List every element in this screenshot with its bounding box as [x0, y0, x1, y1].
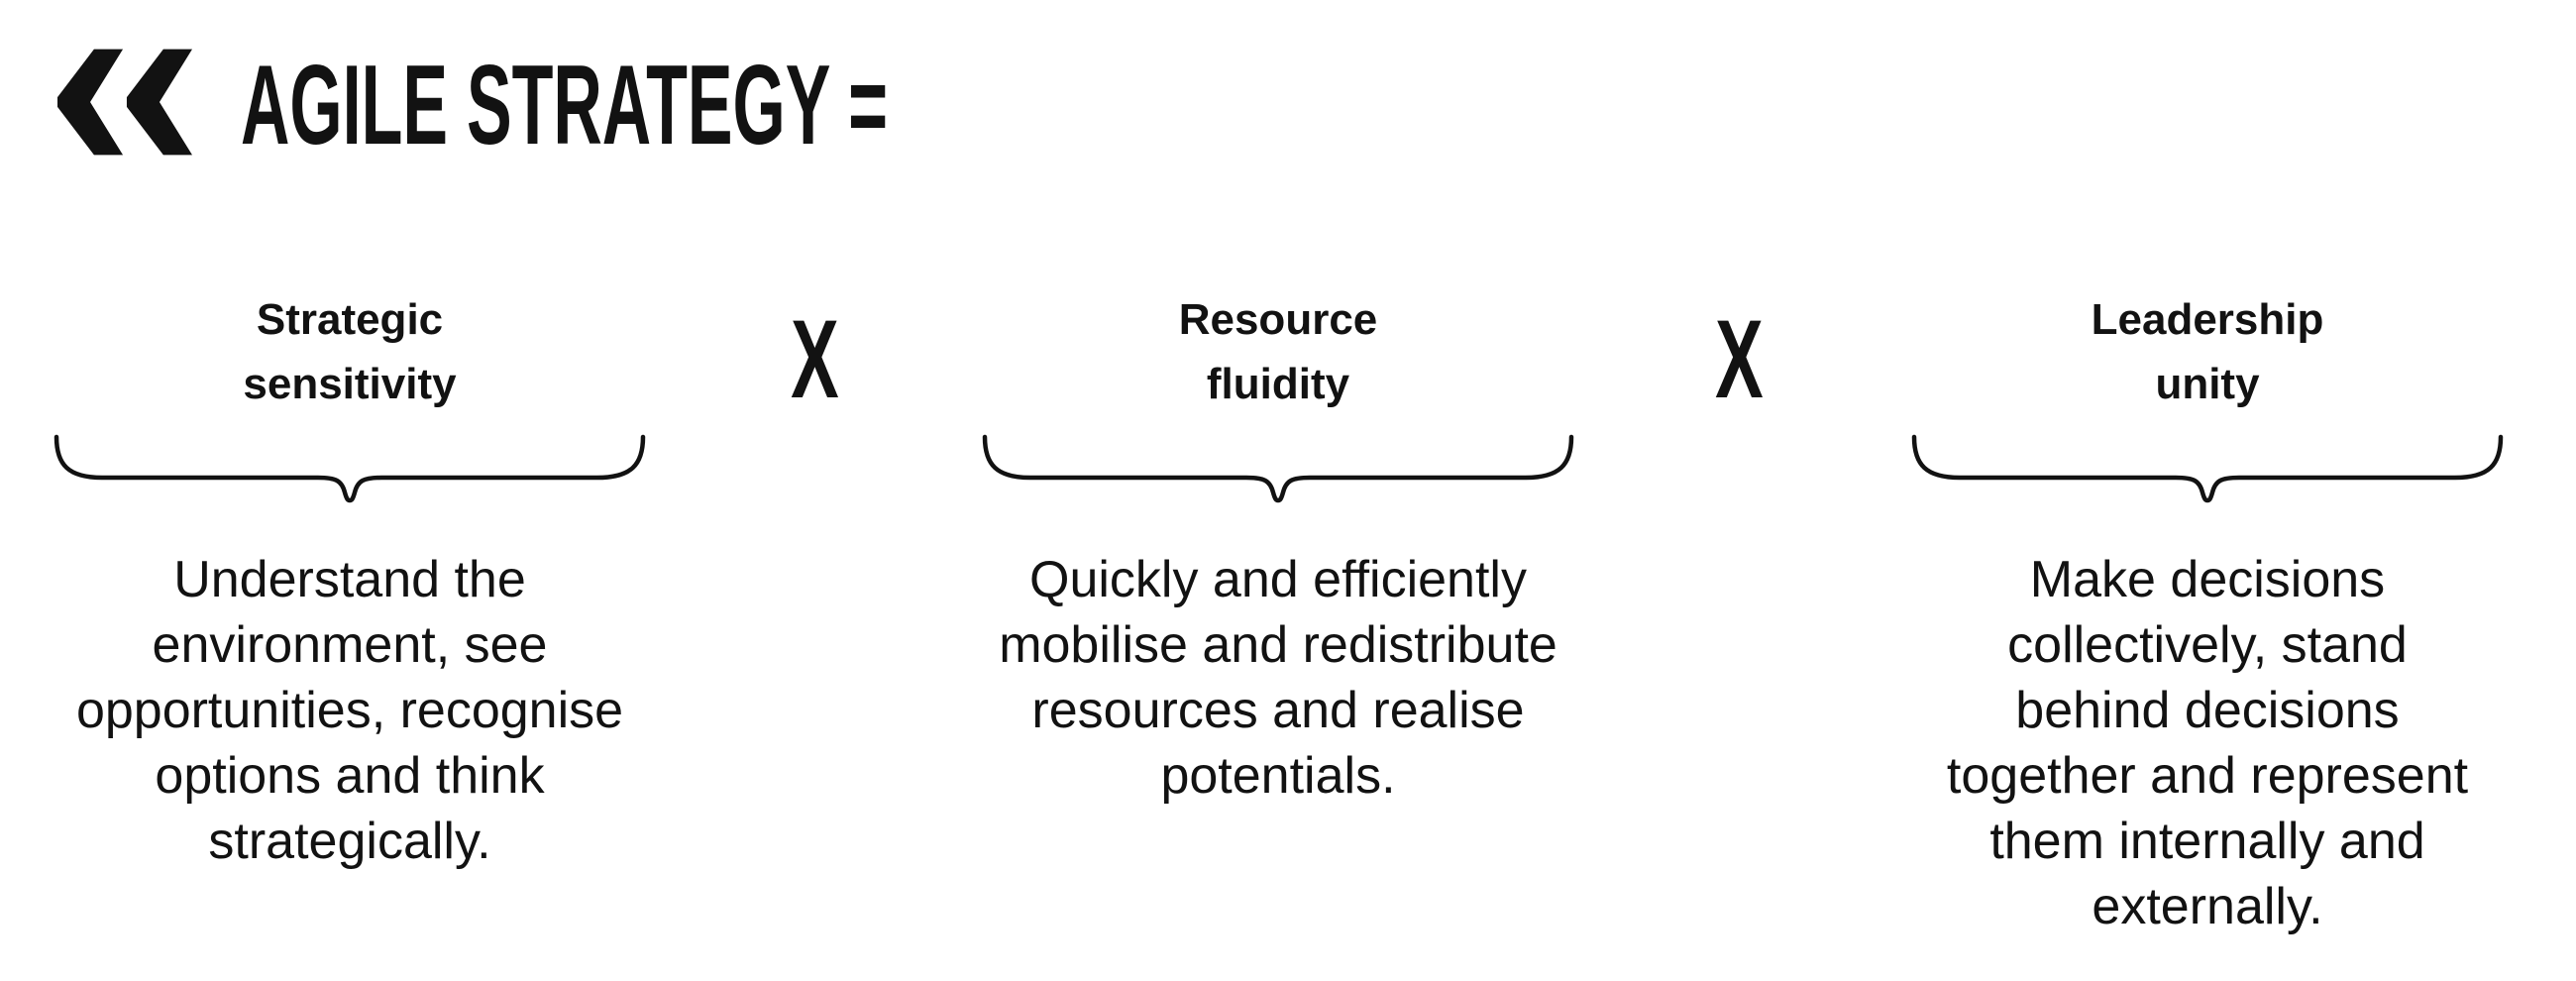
term-description: Understand the environment, see opportun…: [75, 551, 624, 870]
term-leadership-unity: Leadership unity Make decisions collecti…: [1880, 0, 2534, 981]
underbrace-icon: [1911, 434, 2504, 503]
multiply-operator: X: [715, 304, 913, 423]
term-heading: Resource fluidity: [1178, 295, 1378, 408]
page-title: AGILE STRATEGY =: [241, 43, 889, 168]
multiply-symbol: X: [790, 297, 839, 421]
term-strategic-sensitivity: Strategic sensitivity Understand the env…: [23, 0, 677, 981]
term-heading: Leadership unity: [2091, 295, 2324, 408]
term-description: Quickly and efficiently mobilise and red…: [999, 551, 1557, 805]
term-description: Make decisions collectively, stand behin…: [1946, 551, 2469, 935]
multiply-operator: X: [1640, 304, 1838, 423]
double-chevron-left-icon: [57, 48, 192, 157]
term-heading: Strategic sensitivity: [243, 295, 457, 408]
multiply-symbol: X: [1714, 297, 1764, 421]
underbrace-icon: [54, 434, 646, 503]
underbrace-icon: [982, 434, 1574, 503]
term-resource-fluidity: Resource fluidity Quickly and efficientl…: [951, 0, 1605, 981]
